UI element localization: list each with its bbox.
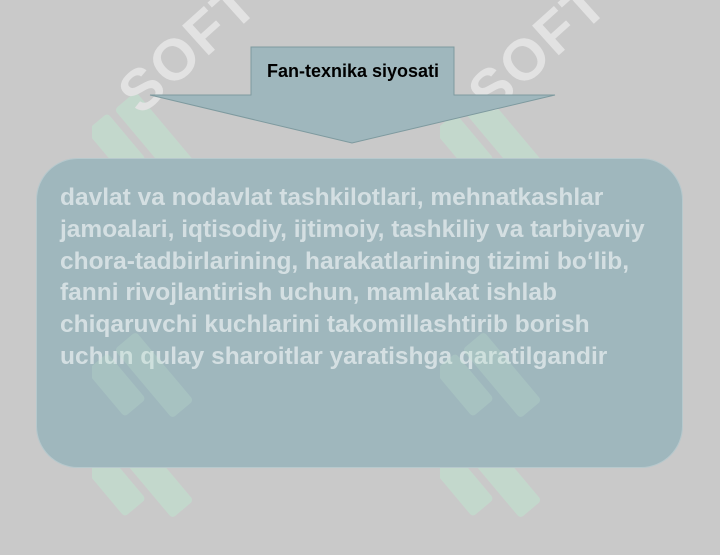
callout-title: Fan-texnika siyosati [266,61,440,81]
slide: SOFT SOFT Fan-texnika siyosati davlat va… [0,0,720,517]
definition-text: davlat va nodavlat tashkilotlari, mehnat… [60,184,645,370]
definition-box: davlat va nodavlat tashkilotlari, mehnat… [36,158,683,468]
soft-logo-icon [87,300,242,450]
soft-logo-icon [435,300,590,450]
callout-arrow [0,0,720,160]
